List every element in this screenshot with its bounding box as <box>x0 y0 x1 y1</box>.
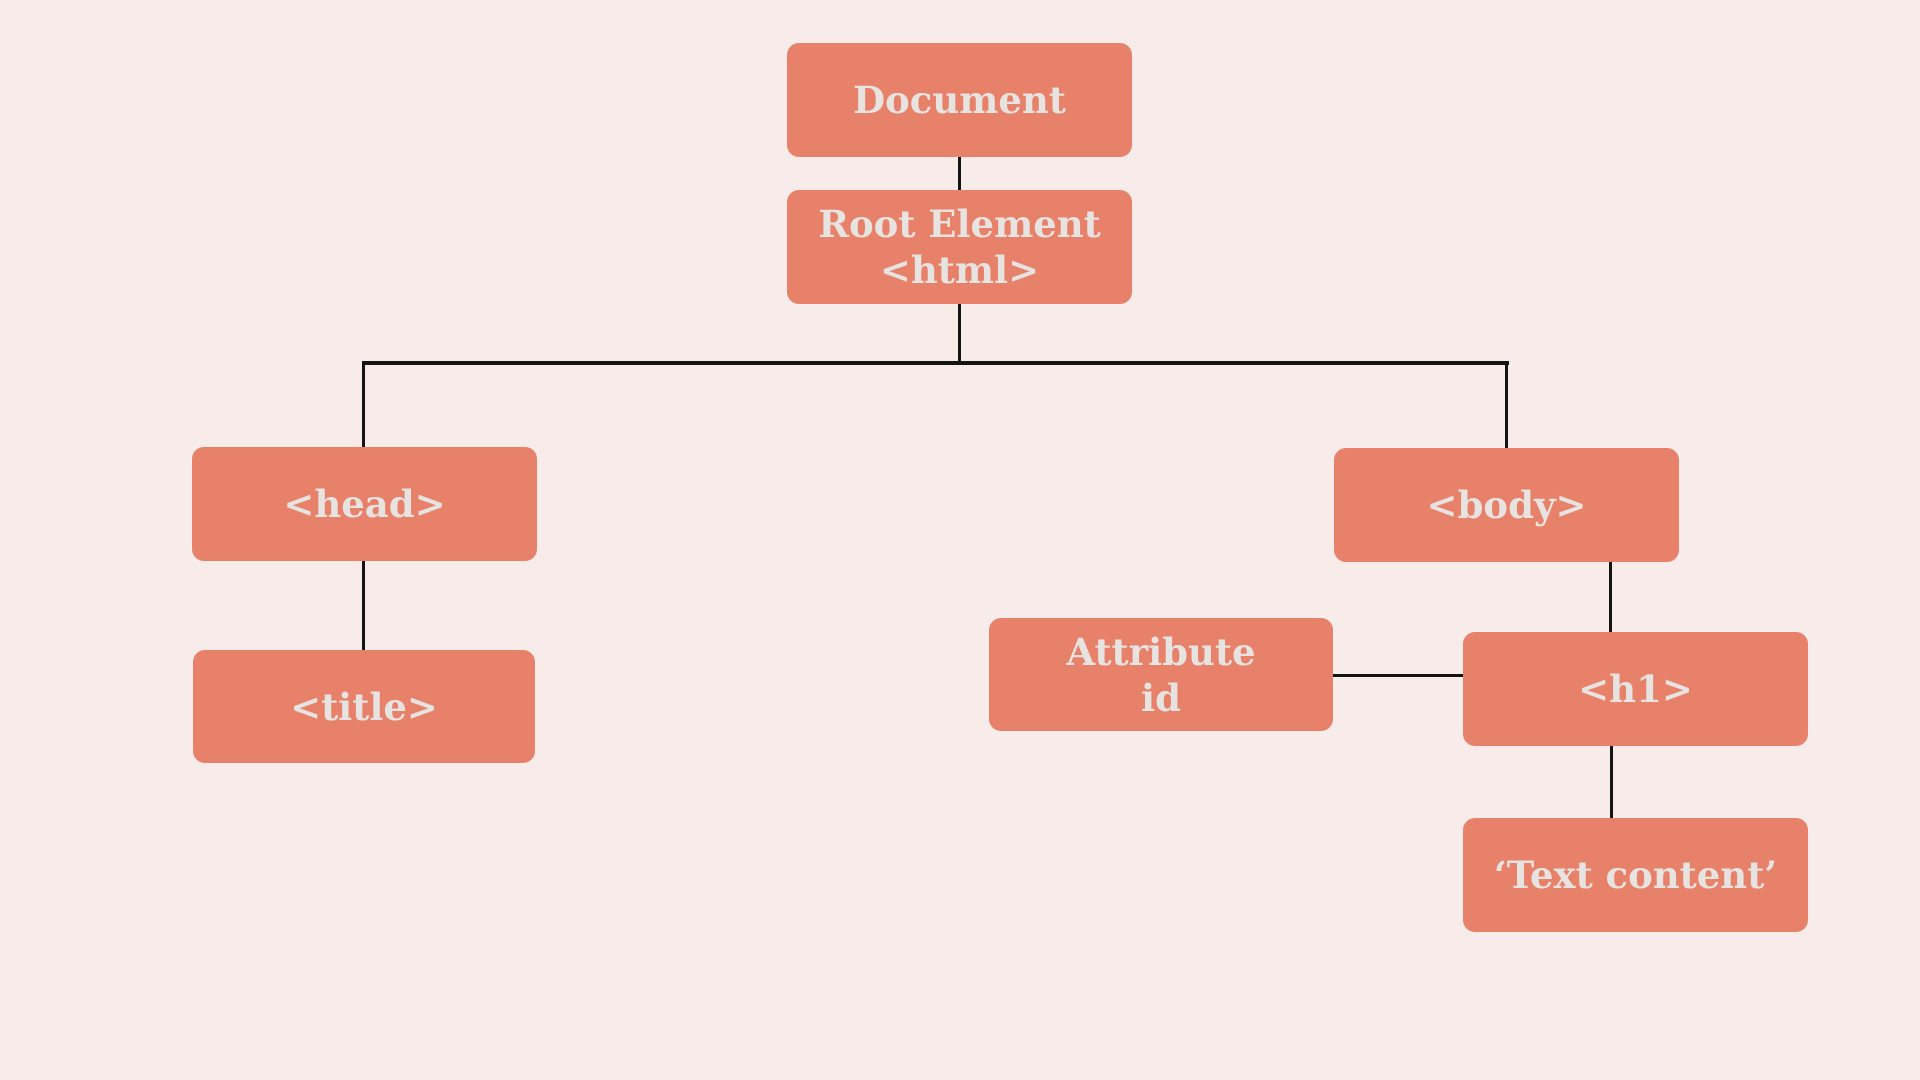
connector-h1-text-content <box>1610 746 1613 819</box>
connector-body-h1 <box>1609 562 1612 633</box>
connector-document-root <box>958 157 961 191</box>
node-text-content-label: ‘Text content’ <box>1493 853 1778 897</box>
connector-attribute-h1 <box>1333 674 1463 677</box>
node-title: <title> <box>193 650 535 763</box>
node-head-label: <head> <box>283 482 446 526</box>
connector-head-title <box>362 561 365 651</box>
connector-branch-bar <box>362 361 1509 365</box>
connector-branch-head <box>362 361 365 448</box>
node-root-element: Root Element <html> <box>787 190 1132 304</box>
node-text-content: ‘Text content’ <box>1463 818 1808 932</box>
node-h1-label: <h1> <box>1578 667 1693 711</box>
node-root-element-label-line2: <html> <box>879 248 1040 292</box>
node-document: Document <box>787 43 1132 157</box>
node-title-label: <title> <box>290 684 438 729</box>
node-h1: <h1> <box>1463 632 1808 746</box>
node-head: <head> <box>192 447 537 561</box>
node-root-element-label-line1: Root Element <box>818 202 1101 246</box>
node-body: <body> <box>1334 448 1679 562</box>
node-document-label: Document <box>853 78 1066 122</box>
connector-branch-body <box>1505 361 1508 449</box>
connector-root-stem <box>958 304 961 363</box>
node-body-label: <body> <box>1426 483 1587 527</box>
node-attribute-id-label-line1: Attribute <box>1066 629 1256 674</box>
node-attribute-id: Attribute id <box>989 618 1333 731</box>
node-attribute-id-label-line2: id <box>1141 675 1181 720</box>
